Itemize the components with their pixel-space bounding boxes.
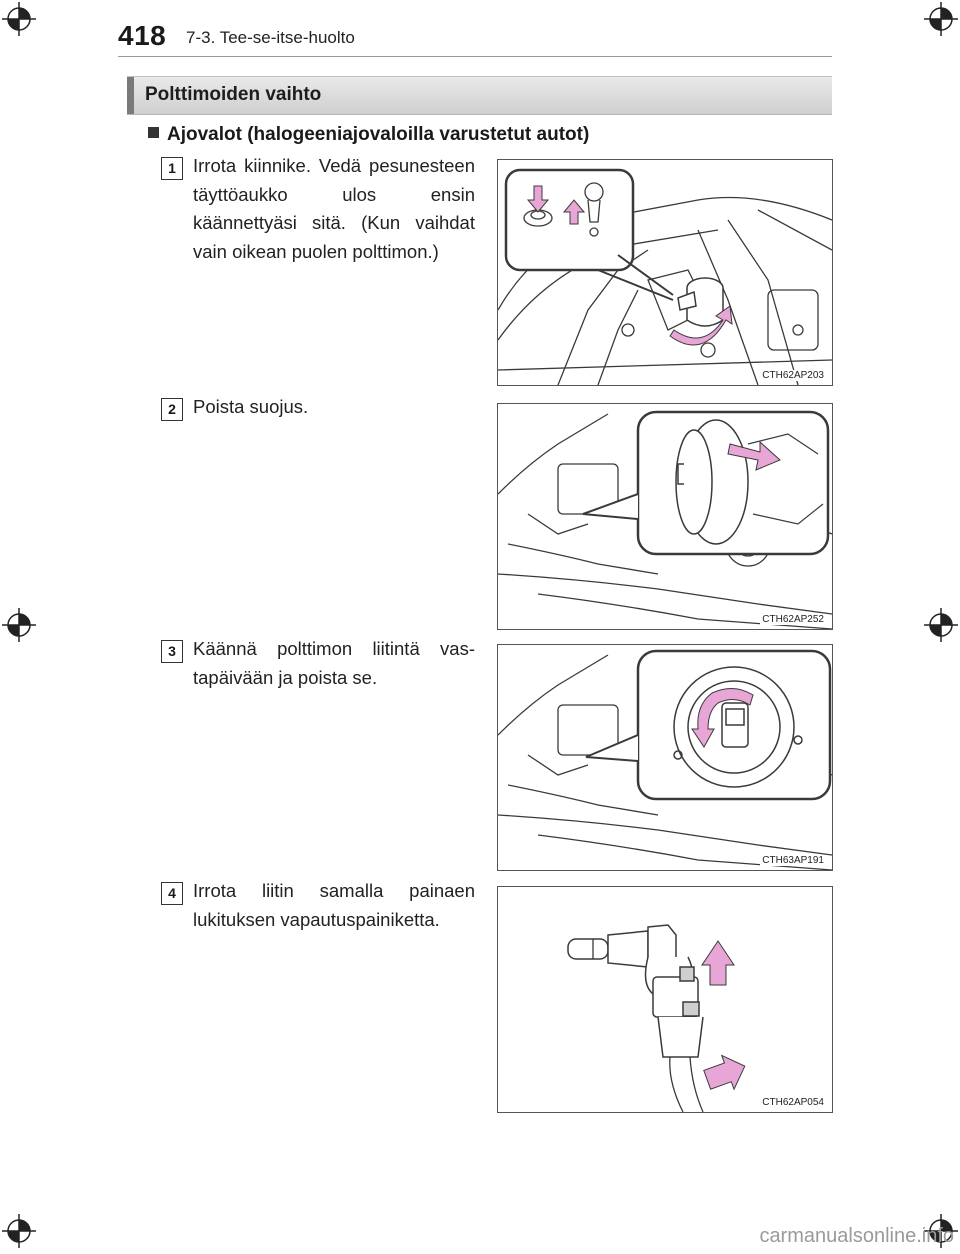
registration-mark bbox=[924, 1214, 958, 1248]
headlight-cover-illustration bbox=[498, 410, 832, 629]
step-number: 2 bbox=[161, 398, 183, 421]
registration-mark bbox=[2, 2, 36, 36]
step-text: Poista suojus. bbox=[193, 396, 309, 417]
section-title: Polttimoiden vaihto bbox=[145, 84, 322, 105]
step-text: Irrota liitin samalla painaen lukituksen… bbox=[193, 880, 475, 930]
step-figure: CTH62AP203 bbox=[497, 159, 833, 386]
step-figure: CTH62AP054 bbox=[497, 886, 833, 1113]
header-divider bbox=[118, 56, 832, 57]
registration-mark bbox=[924, 608, 958, 642]
connector-release-illustration bbox=[567, 924, 746, 1112]
square-bullet-icon bbox=[148, 127, 159, 138]
step-number: 1 bbox=[161, 157, 183, 180]
section-header: 7-3. Tee-se-itse-huolto bbox=[186, 28, 355, 47]
washer-filler-illustration bbox=[498, 168, 832, 385]
step-number: 4 bbox=[161, 882, 183, 905]
subheading: Ajovalot (halogeeniajovaloilla varustetu… bbox=[148, 124, 589, 146]
figure-code: CTH62AP252 bbox=[760, 614, 826, 625]
step-number: 3 bbox=[161, 640, 183, 663]
watermark: carmanualsonline.info bbox=[759, 1225, 954, 1247]
subheading-text: Ajovalot (halogeeniajovaloilla varustetu… bbox=[167, 124, 590, 145]
step-text: Käännä polttimon liitintä vas­tapäivään … bbox=[193, 638, 475, 688]
step-text: Irrota kiinnike. Vedä pesu­nesteen täytt… bbox=[193, 155, 475, 262]
bulb-connector-rotate-illustration bbox=[498, 649, 832, 870]
registration-mark bbox=[2, 1214, 36, 1248]
figure-code: CTH63AP191 bbox=[760, 855, 826, 866]
title-bar-accent bbox=[127, 77, 134, 114]
step-figure: CTH62AP252 bbox=[497, 403, 833, 630]
registration-mark bbox=[2, 608, 36, 642]
page-number: 418 bbox=[118, 20, 167, 51]
figure-code: CTH62AP203 bbox=[760, 370, 826, 381]
step-figure: CTH63AP191 bbox=[497, 644, 833, 871]
section-title-bar: Polttimoiden vaihto bbox=[127, 76, 832, 115]
figure-code: CTH62AP054 bbox=[760, 1097, 826, 1108]
registration-mark bbox=[924, 2, 958, 36]
